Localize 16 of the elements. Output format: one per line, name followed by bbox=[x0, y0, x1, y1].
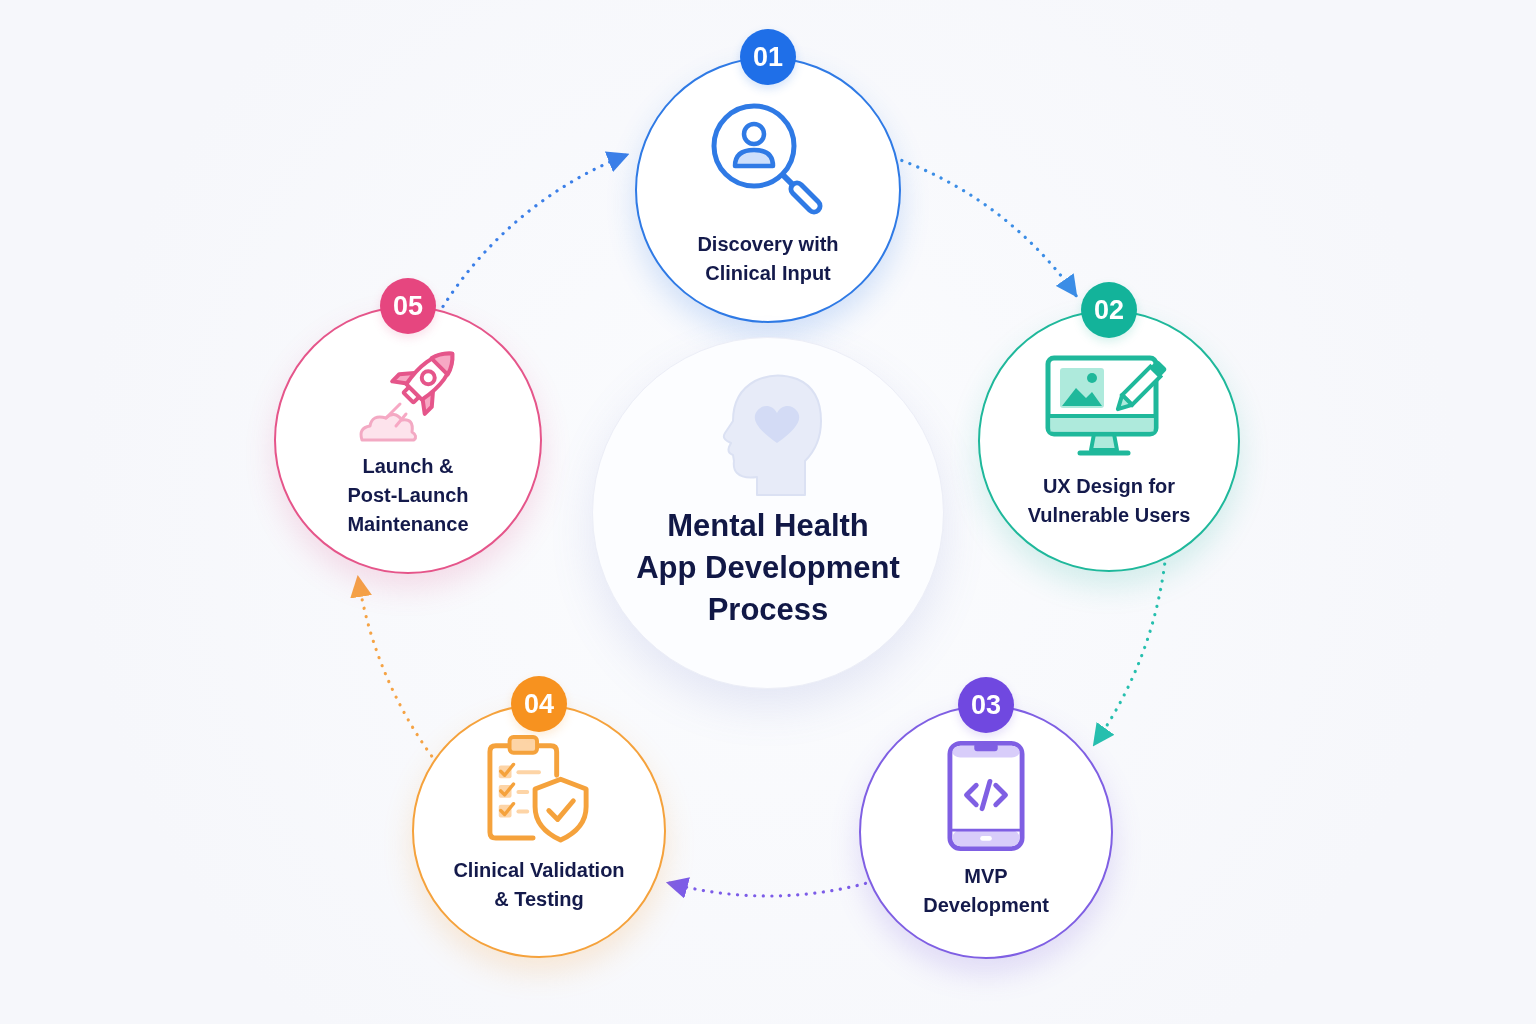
step-label: Launch & Post-Launch Maintenance bbox=[346, 454, 470, 537]
step-number: 01 bbox=[740, 29, 796, 85]
step-label: Clinical Validation & Testing bbox=[452, 858, 626, 912]
dotted-arrow bbox=[665, 876, 868, 898]
dotted-arrow bbox=[900, 158, 1078, 298]
step-label: Discovery with Clinical Input bbox=[696, 232, 840, 286]
step-number: 04 bbox=[511, 676, 567, 732]
step-number: 05 bbox=[380, 278, 436, 334]
dotted-arrow bbox=[351, 575, 434, 758]
dotted-arrow bbox=[441, 153, 630, 309]
step-label: MVP Development bbox=[922, 864, 1050, 918]
center-title: Mental Health App Development Process bbox=[635, 507, 901, 629]
dotted-arrow bbox=[1092, 562, 1167, 747]
step-number: 03 bbox=[958, 677, 1014, 733]
step-label: UX Design for Vulnerable Users bbox=[1026, 474, 1192, 528]
step-number: 02 bbox=[1081, 282, 1137, 338]
